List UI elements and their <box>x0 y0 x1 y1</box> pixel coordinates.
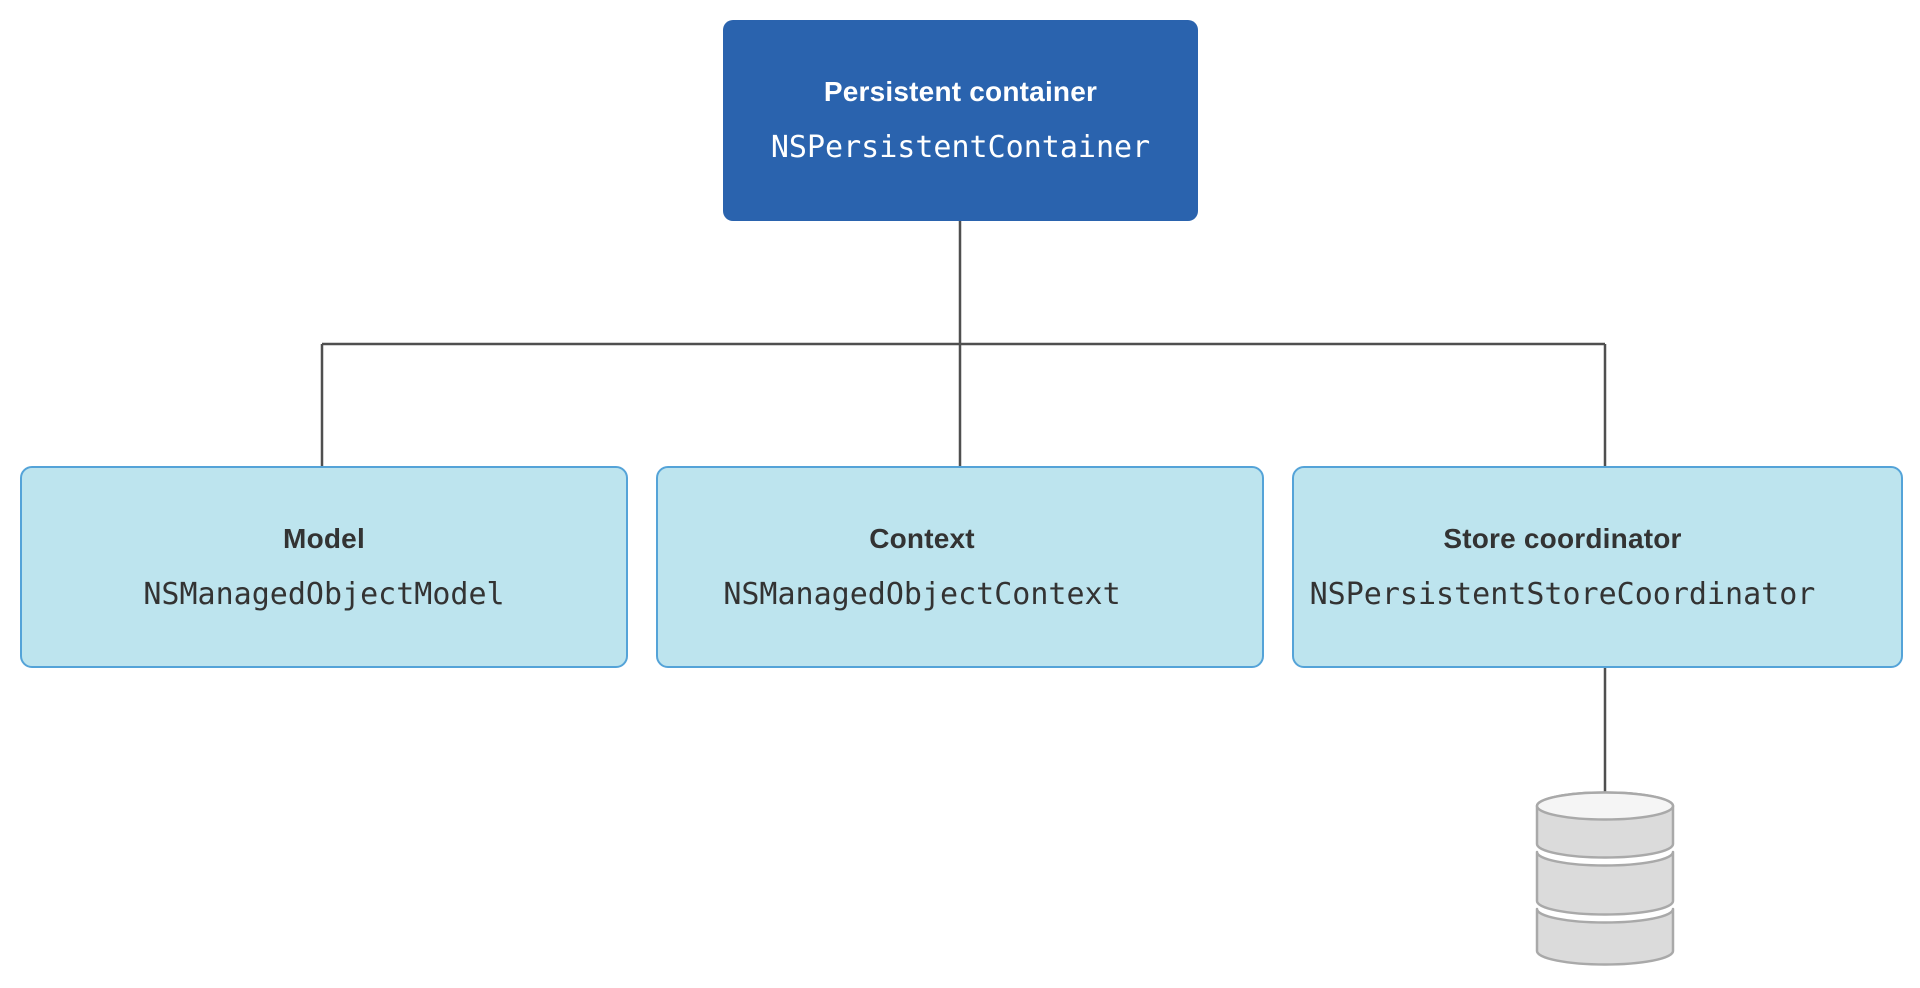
node-store-coordinator: Store coordinator NSPersistentStoreCoord… <box>1292 466 1903 668</box>
node-context: Context NSManagedObjectContext <box>656 466 1264 668</box>
tree-connector-line <box>320 221 1607 466</box>
node-model: Model NSManagedObjectModel <box>20 466 628 668</box>
cylinder-band-middle <box>1535 850 1675 916</box>
database-cylinder-icon <box>1535 791 1675 966</box>
cylinder-band-top <box>1535 791 1675 859</box>
node-class-name: NSPersistentStoreCoordinator <box>1309 576 1816 612</box>
node-title: Store coordinator <box>1443 522 1682 554</box>
node-persistent-container: Persistent container NSPersistentContain… <box>723 20 1198 221</box>
cylinder-top-face <box>1535 791 1675 821</box>
node-title: Persistent container <box>823 76 1098 107</box>
node-class-name: NSPersistentContainer <box>770 130 1151 165</box>
node-class-name: NSManagedObjectContext <box>723 576 1121 612</box>
node-class-name: NSManagedObjectModel <box>143 576 505 612</box>
node-title: Context <box>869 522 975 554</box>
cylinder-band-bottom <box>1535 907 1675 966</box>
node-title: Model <box>283 522 365 554</box>
